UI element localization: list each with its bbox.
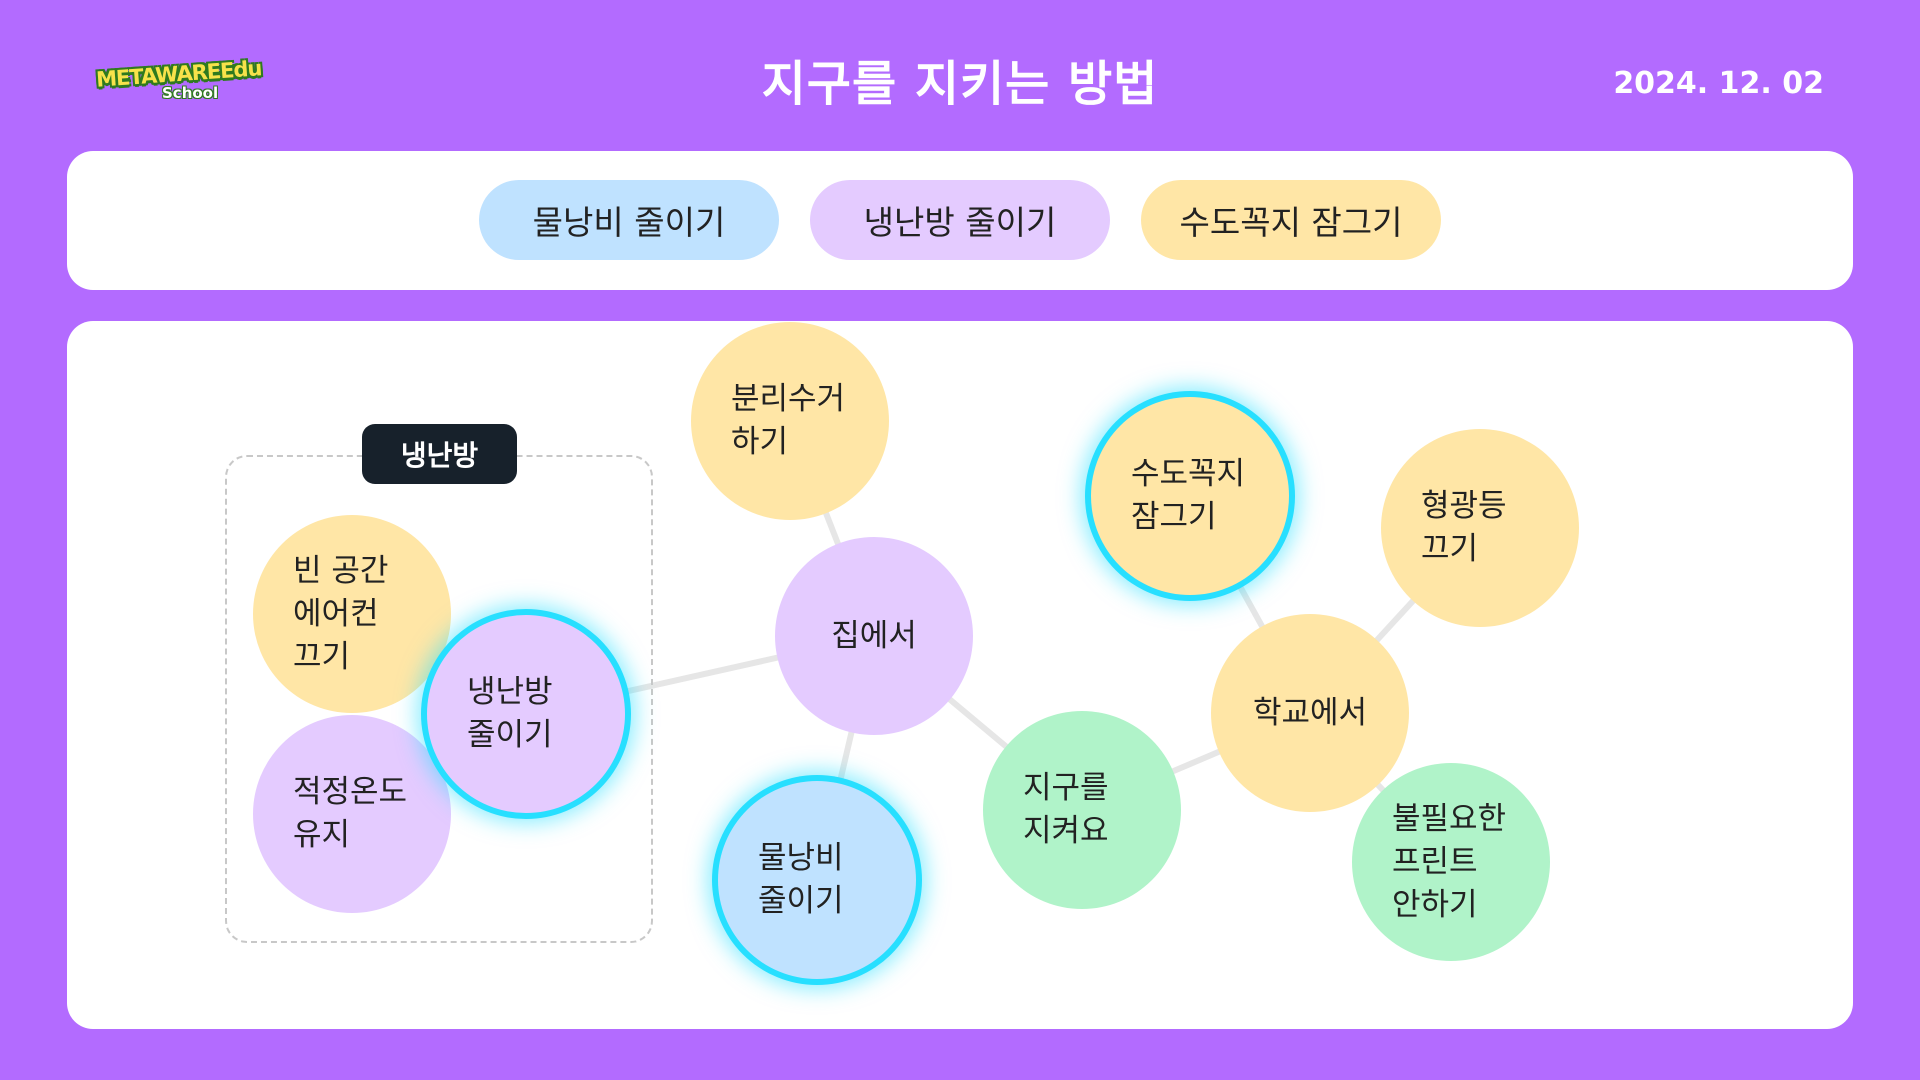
chip-faucet[interactable]: 수도꼭지 잠그기: [1141, 180, 1441, 260]
page-title: 지구를 지키는 방법: [761, 56, 1159, 112]
node-at-school[interactable]: 학교에서: [1211, 614, 1409, 812]
header: METAWAREEdu School 지구를 지키는 방법 2024. 12. …: [0, 0, 1920, 150]
logo-subtext: School: [162, 84, 219, 102]
node-faucet[interactable]: 수도꼭지 잠그기: [1091, 397, 1289, 595]
node-reduce-water[interactable]: 물낭비 줄이기: [718, 781, 916, 979]
node-proper-temp[interactable]: 적정온도 유지: [253, 715, 451, 913]
date-label: 2024. 12. 02: [1613, 66, 1824, 101]
node-protect-earth[interactable]: 지구를 지켜요: [983, 711, 1181, 909]
group-label-hvac: 냉난방: [362, 424, 517, 484]
chip-list: 물낭비 줄이기 냉난방 줄이기 수도꼭지 잠그기: [67, 180, 1853, 260]
node-recycle[interactable]: 분리수거 하기: [691, 322, 889, 520]
chip-reduce-hvac[interactable]: 냉난방 줄이기: [810, 180, 1110, 260]
node-at-home[interactable]: 집에서: [775, 537, 973, 735]
node-reduce-hvac[interactable]: 냉난방 줄이기: [427, 615, 625, 813]
node-empty-ac-off[interactable]: 빈 공간 에어컨 끄기: [253, 515, 451, 713]
chip-reduce-water[interactable]: 물낭비 줄이기: [479, 180, 779, 260]
brand-logo: METAWAREEdu School: [95, 56, 282, 104]
node-fluorescent-off[interactable]: 형광등 끄기: [1381, 429, 1579, 627]
chip-panel: 물낭비 줄이기 냉난방 줄이기 수도꼭지 잠그기: [67, 151, 1853, 290]
node-no-print[interactable]: 불필요한 프린트 안하기: [1352, 763, 1550, 961]
